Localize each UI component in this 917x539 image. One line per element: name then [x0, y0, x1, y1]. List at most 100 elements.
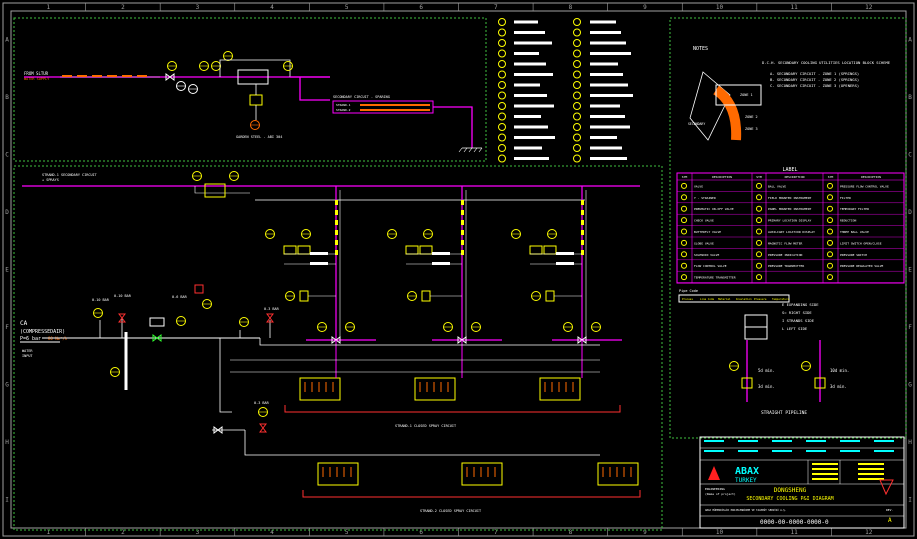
- line-code: [92, 75, 102, 77]
- tag-list-text: [590, 115, 625, 118]
- water-sub: INPUT: [22, 354, 33, 358]
- strand-label: [556, 252, 574, 255]
- border-col-label: 11: [791, 4, 799, 11]
- zone3-label: ZONE 3: [745, 127, 758, 131]
- border-col-label: 5: [345, 529, 349, 536]
- header-pressure-indicator: [229, 171, 239, 181]
- pressure-indicator-2: [202, 299, 212, 309]
- rev-value: A: [888, 517, 892, 524]
- ground-hatch: [478, 147, 483, 153]
- pressure-gauge: [188, 84, 198, 94]
- tag-list-bubble: [573, 28, 581, 37]
- legend-symbol: [827, 182, 833, 189]
- border-row-label: F: [908, 324, 912, 331]
- border-col-label: 6: [419, 529, 423, 536]
- border-row-label: G: [908, 381, 912, 388]
- schema-zone-band: [713, 85, 742, 141]
- revision-field: [858, 473, 884, 475]
- tank-box: [249, 94, 263, 106]
- border-row-label: F: [5, 324, 9, 331]
- riser-code: [335, 210, 338, 215]
- legend-symbol: [681, 239, 687, 246]
- circuit2-label: STRAND-2 CLOSED SPRAY CIRCUIT: [420, 509, 482, 513]
- legend-entry: THREE BALL VALVE: [840, 230, 869, 234]
- tag-list-text: [590, 62, 618, 66]
- sample-line: [194, 186, 250, 194]
- legend-symbol: [681, 182, 687, 189]
- bypass-line: [219, 59, 291, 77]
- tag-list-text: [590, 73, 623, 76]
- company-name: ABAX MÜHENDİSLİK PROJELENDİRME VE TAAHHÜ…: [705, 507, 786, 512]
- tag-list-text: [590, 31, 621, 34]
- border-col-label: 3: [196, 4, 200, 11]
- flow-indicator-2: [176, 316, 186, 326]
- note-item: C- SECONDARY CIRCUIT - ZONE 3 (OPENERS): [770, 83, 859, 88]
- side-item: I STRANDS SIDE: [782, 318, 815, 323]
- legend-entry: LIMIT SWITCH OPEN/CLOSE: [840, 241, 882, 245]
- side-item: S= RIGHT SIDE: [782, 310, 812, 315]
- tag-list-text: [590, 83, 628, 87]
- strand-label: [310, 262, 328, 265]
- brand-sub: TURKEY: [735, 477, 757, 484]
- circuit1-label: STRAND-1 CLOSED SPRAY CIRCUIT: [395, 424, 457, 428]
- title-block: [699, 436, 905, 529]
- legend-symbol: [756, 217, 762, 224]
- border-row-label: D: [908, 209, 912, 216]
- pipeline-d3: 10d min.: [830, 368, 849, 373]
- title-field: [772, 440, 792, 442]
- legend-symbol: [756, 194, 762, 201]
- riser-code: [581, 200, 584, 205]
- pipeline-d4: 3d min.: [830, 384, 847, 389]
- strand-flow-indicator: [387, 229, 397, 239]
- pipe-code-field: Process: [682, 297, 693, 301]
- legend-symbol: [827, 205, 833, 212]
- tag-list-text: [514, 52, 539, 55]
- legend-entry: PRESSURE TRANSMITTER: [768, 264, 804, 268]
- pipe-code-box: [678, 294, 790, 303]
- legend-entry: REDUCTION: [840, 219, 856, 223]
- basin-2: [302, 490, 641, 498]
- outlet-indicator: [283, 61, 293, 71]
- basin-1: [284, 405, 621, 413]
- tag-list-text: [514, 62, 546, 66]
- title-field: [806, 440, 826, 442]
- pipe-code-title: Pipe Code: [679, 289, 698, 293]
- tag-list-text: [514, 31, 545, 34]
- riser-code: [581, 240, 584, 245]
- air-distribution: [259, 338, 600, 346]
- strand-pressure-indicator: [301, 229, 311, 239]
- pipe-code-field: Material: [718, 297, 731, 301]
- zone1-box: [715, 84, 762, 106]
- tag-list-bubble: [573, 102, 581, 110]
- header-flow-indicator: [192, 171, 202, 181]
- pipeline-meter: [814, 377, 826, 389]
- tag-list-bubble: [498, 112, 506, 121]
- tag-list-text: [514, 104, 554, 108]
- header-control-box: [204, 183, 226, 198]
- riser-code: [335, 230, 338, 235]
- riser-code: [335, 240, 338, 245]
- branch-pipe: [299, 77, 330, 101]
- flow-element: [297, 245, 311, 255]
- riser-code: [461, 220, 464, 225]
- pressure-transmitter: [211, 61, 221, 71]
- legend-symbol: [681, 228, 687, 235]
- legend-title: LABEL: [782, 167, 797, 173]
- line-code: [137, 75, 147, 77]
- pneumatic-valve: [152, 334, 162, 342]
- tag-list-text: [590, 125, 630, 129]
- tag-list-bubble: [573, 70, 581, 79]
- tag-list-bubble: [573, 49, 581, 58]
- legend-symbol: [681, 262, 687, 269]
- riser-code: [581, 210, 584, 215]
- tag-list-bubble: [573, 81, 581, 89]
- drain-pump: [250, 120, 260, 130]
- border-col-label: 3: [196, 529, 200, 536]
- legend-symbol: [681, 217, 687, 224]
- tag-list-text: [590, 52, 631, 55]
- legend-symbol: [681, 251, 687, 258]
- line-code: [107, 75, 117, 77]
- border-col-label: 8: [569, 4, 573, 11]
- strand-bubble: [443, 322, 453, 332]
- border-col-label: 1: [46, 4, 50, 11]
